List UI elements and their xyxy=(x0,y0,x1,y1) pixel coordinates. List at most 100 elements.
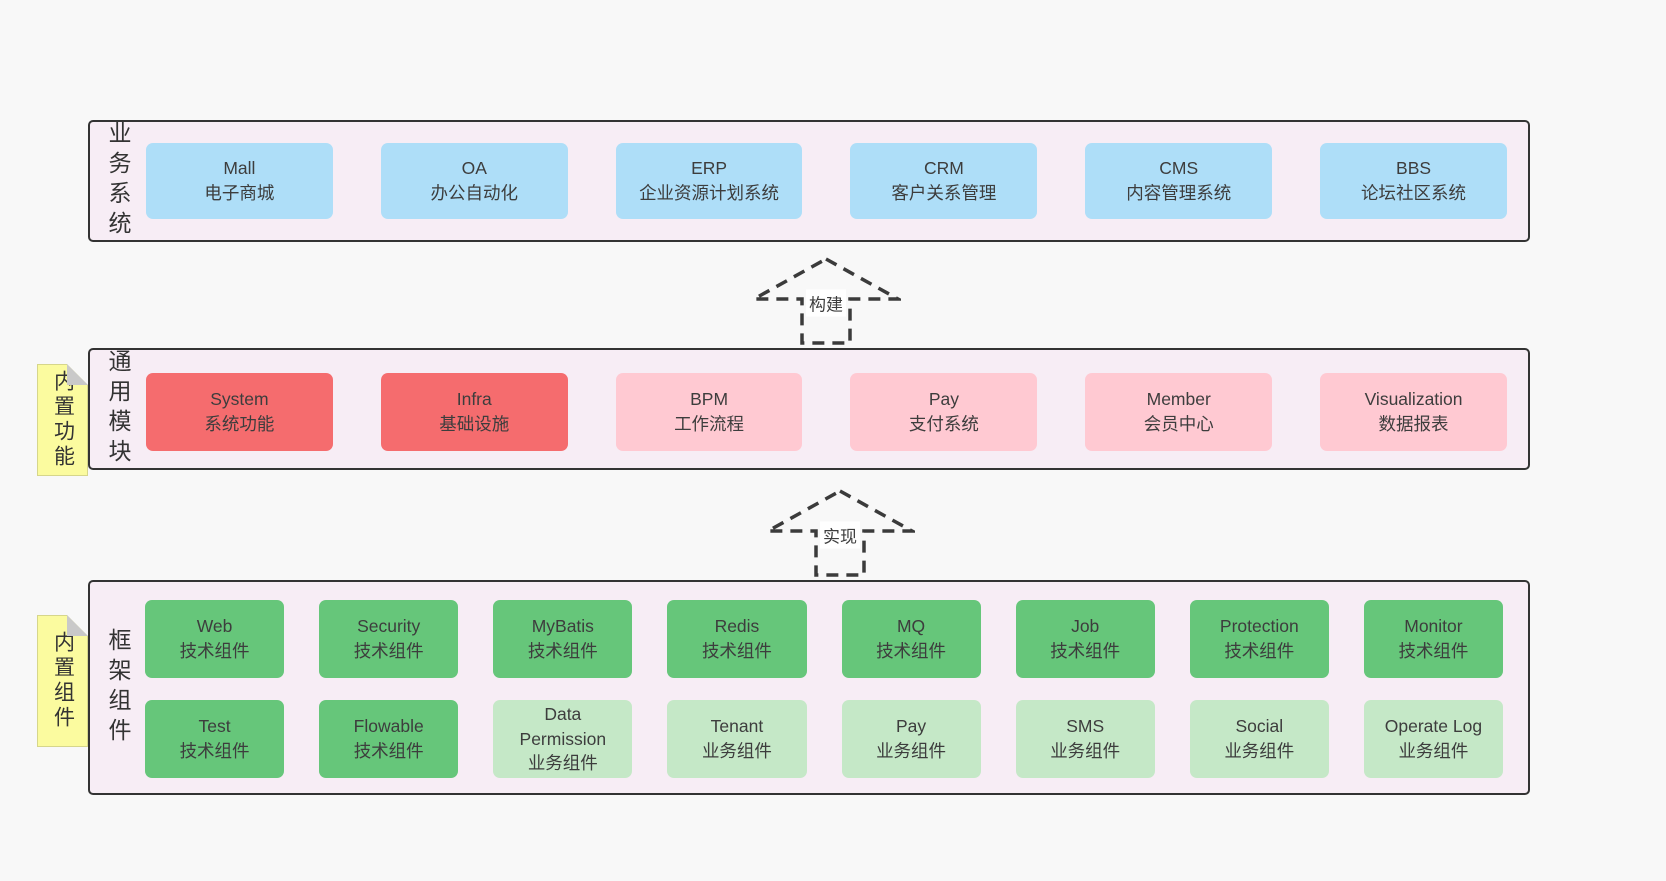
box-subtitle: 业务组件 xyxy=(527,753,598,774)
box-subtitle: 数据报表 xyxy=(1378,414,1449,434)
box-title: SMS xyxy=(1066,716,1105,737)
box-subtitle: 办公自动化 xyxy=(430,183,518,203)
box-title: Security xyxy=(357,616,421,637)
box-crm: CRM 客户关系管理 xyxy=(850,143,1038,219)
box-subtitle: 业务组件 xyxy=(876,741,947,761)
box-title: System xyxy=(210,389,269,410)
box-subtitle: 技术组件 xyxy=(353,741,424,761)
box-subtitle: 电子商城 xyxy=(204,183,275,203)
box-title: Monitor xyxy=(1404,616,1463,637)
box-redis: Redis 技术组件 xyxy=(667,600,807,678)
box-subtitle: 业务组件 xyxy=(1398,741,1469,761)
sticky-note-label: 内置功能 xyxy=(51,370,75,470)
box-subtitle: 技术组件 xyxy=(179,741,250,761)
box-subtitle: 会员中心 xyxy=(1143,414,1214,434)
box-title: Infra xyxy=(456,389,492,410)
box-title: OA xyxy=(461,158,487,179)
box-monitor: Monitor 技术组件 xyxy=(1363,600,1503,678)
band-framework-components: 框架组件 Web 技术组件 Security 技术组件 MyBatis 技术组件… xyxy=(88,580,1530,795)
box-subtitle: 工作流程 xyxy=(674,414,745,434)
box-title: MyBatis xyxy=(531,616,594,637)
box-title: BPM xyxy=(690,389,729,410)
box-title: Job xyxy=(1071,616,1100,637)
box-title: CMS xyxy=(1159,158,1199,179)
band-business-systems: 业务系统 Mall 电子商城 OA 办公自动化 ERP 企业资源计划系统 CRM… xyxy=(88,120,1530,242)
box-subtitle: 技术组件 xyxy=(876,641,947,661)
box-title: CRM xyxy=(923,158,964,179)
box-security: Security 技术组件 xyxy=(319,600,459,678)
box-title: Pay xyxy=(928,389,959,410)
box-tenant: Tenant 业务组件 xyxy=(667,700,807,778)
box-subtitle: 技术组件 xyxy=(179,641,250,661)
band-row: System 系统功能 Infra 基础设施 BPM 工作流程 Pay 支付系统… xyxy=(146,373,1507,451)
arrow-label: 构建 xyxy=(806,289,846,317)
sticky-note-label: 内置组件 xyxy=(51,631,75,731)
up-arrow-build: 构建 xyxy=(751,256,901,346)
box-title: Data Permission xyxy=(519,703,607,749)
box-title: MQ xyxy=(896,616,926,637)
box-data-permission: Data Permission 业务组件 xyxy=(493,700,633,778)
box-subtitle: 技术组件 xyxy=(1050,641,1121,661)
band-row: Mall 电子商城 OA 办公自动化 ERP 企业资源计划系统 CRM 客户关系… xyxy=(146,143,1507,219)
box-title: Operate Log xyxy=(1384,716,1483,737)
band-common-modules: 通用模块 System 系统功能 Infra 基础设施 BPM 工作流程 Pay… xyxy=(88,348,1530,470)
sticky-note-builtin-components: 内置组件 xyxy=(37,615,88,747)
band-row: Test 技术组件 Flowable 技术组件 Data Permission … xyxy=(145,700,1503,778)
box-test: Test 技术组件 xyxy=(145,700,285,778)
box-subtitle: 技术组件 xyxy=(527,641,598,661)
box-member: Member 会员中心 xyxy=(1085,373,1273,451)
box-social: Social 业务组件 xyxy=(1189,700,1329,778)
box-infra: Infra 基础设施 xyxy=(380,373,568,451)
box-subtitle: 支付系统 xyxy=(908,414,979,434)
box-subtitle: 系统功能 xyxy=(204,414,275,434)
band-label: 框架组件 xyxy=(105,627,131,748)
box-title: Pay xyxy=(895,716,927,737)
box-subtitle: 技术组件 xyxy=(353,641,424,661)
dashed-up-arrow-icon xyxy=(751,256,901,345)
box-sms: SMS 业务组件 xyxy=(1015,700,1155,778)
box-title: Social xyxy=(1235,716,1284,737)
box-subtitle: 业务组件 xyxy=(701,741,772,761)
box-mybatis: MyBatis 技术组件 xyxy=(493,600,633,678)
box-visualization: Visualization 数据报表 xyxy=(1320,373,1507,451)
box-subtitle: 企业资源计划系统 xyxy=(639,183,780,203)
box-job: Job 技术组件 xyxy=(1015,600,1155,678)
box-title: Visualization xyxy=(1364,389,1463,410)
band-label: 通用模块 xyxy=(105,349,131,469)
box-subtitle: 业务组件 xyxy=(1050,741,1121,761)
box-pay: Pay 支付系统 xyxy=(850,373,1038,451)
box-title: Protection xyxy=(1219,616,1299,637)
box-subtitle: 技术组件 xyxy=(1398,641,1469,661)
box-pay-biz: Pay 业务组件 xyxy=(841,700,981,778)
box-title: Flowable xyxy=(353,716,424,737)
box-mall: Mall 电子商城 xyxy=(146,143,333,219)
box-oa: OA 办公自动化 xyxy=(380,143,568,219)
box-web: Web 技术组件 xyxy=(145,600,285,678)
box-subtitle: 技术组件 xyxy=(1224,641,1295,661)
box-title: Tenant xyxy=(710,716,764,737)
box-flowable: Flowable 技术组件 xyxy=(319,700,459,778)
box-title: BBS xyxy=(1396,158,1432,179)
band-label: 业务系统 xyxy=(105,121,131,241)
box-subtitle: 内容管理系统 xyxy=(1126,183,1232,203)
box-title: Web xyxy=(196,616,233,637)
box-protection: Protection 技术组件 xyxy=(1189,600,1329,678)
box-subtitle: 业务组件 xyxy=(1224,741,1295,761)
box-operate-log: Operate Log 业务组件 xyxy=(1363,700,1503,778)
box-subtitle: 论坛社区系统 xyxy=(1361,183,1467,203)
arrow-label: 实现 xyxy=(820,521,860,549)
box-bbs: BBS 论坛社区系统 xyxy=(1320,143,1507,219)
box-erp: ERP 企业资源计划系统 xyxy=(615,143,803,219)
box-mq: MQ 技术组件 xyxy=(841,600,981,678)
box-title: Member xyxy=(1146,389,1211,410)
sticky-note-builtin-features: 内置功能 xyxy=(37,364,88,476)
box-title: Test xyxy=(198,716,231,737)
box-title: Redis xyxy=(714,616,760,637)
box-system: System 系统功能 xyxy=(146,373,333,451)
band-row: Web 技术组件 Security 技术组件 MyBatis 技术组件 Redi… xyxy=(145,600,1503,678)
box-title: Mall xyxy=(223,158,256,179)
box-subtitle: 技术组件 xyxy=(701,641,772,661)
box-title: ERP xyxy=(691,158,728,179)
dashed-up-arrow-icon xyxy=(765,488,915,577)
